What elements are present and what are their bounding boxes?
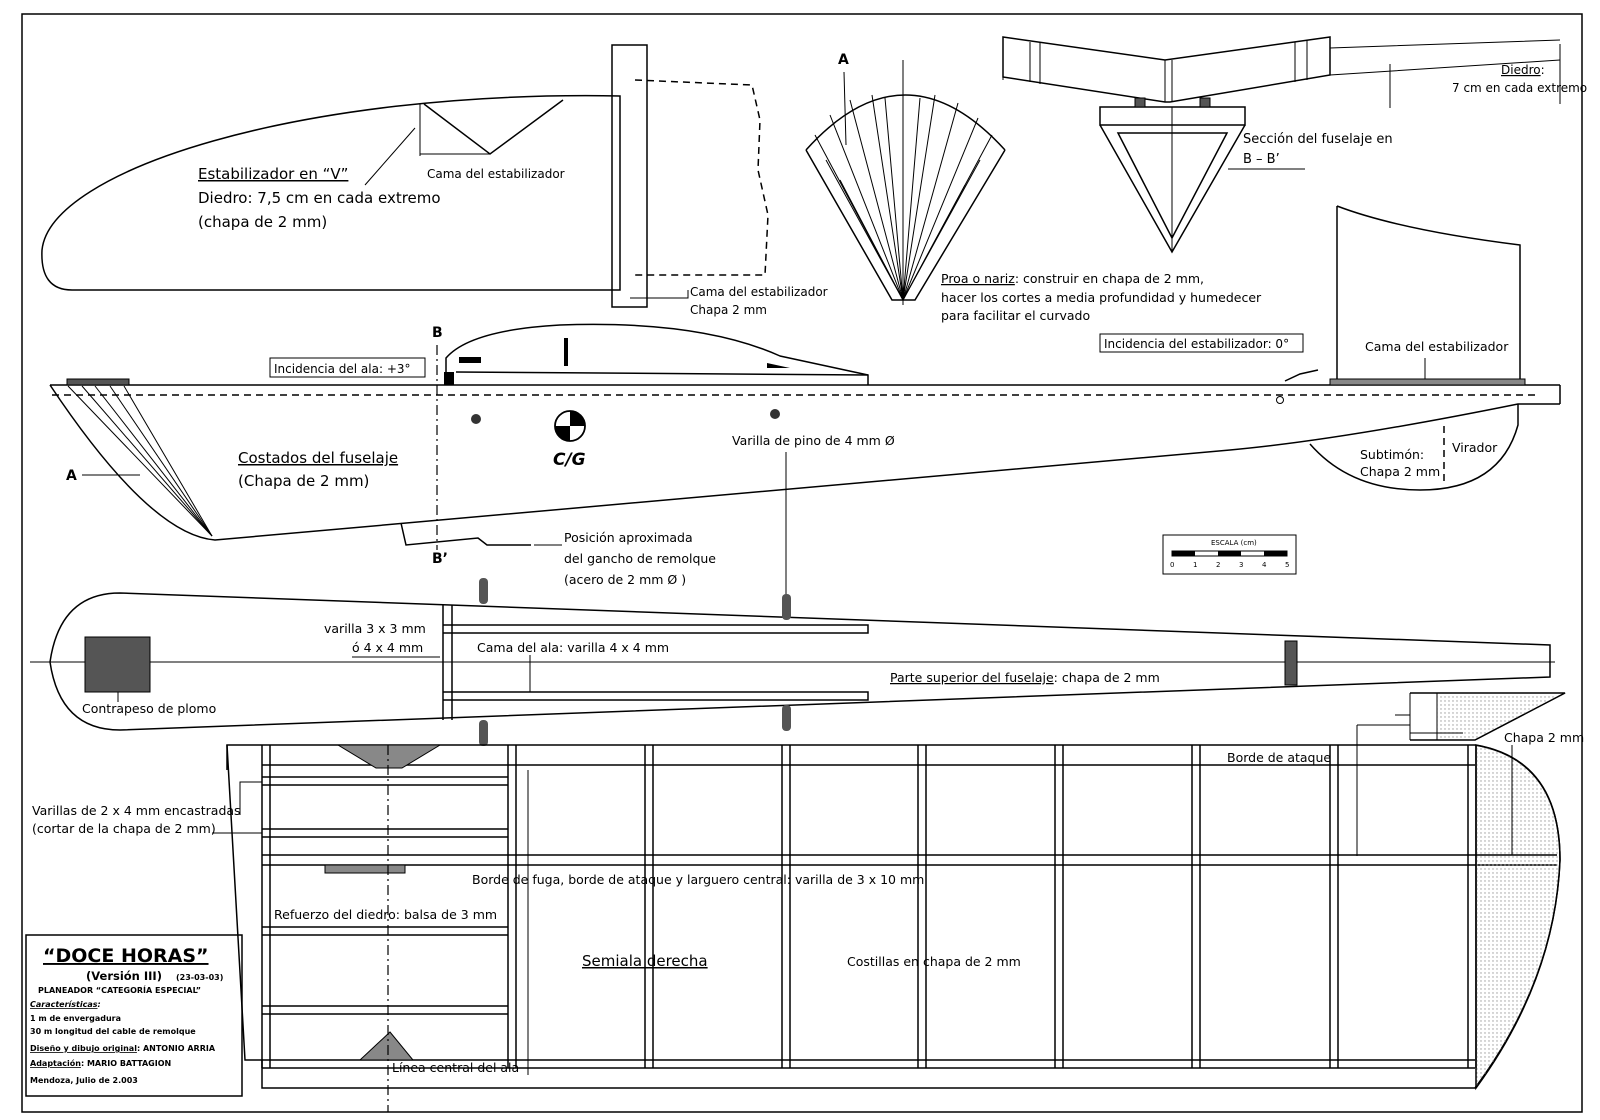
- fuselage-sides-sub: (Chapa de 2 mm): [238, 472, 369, 490]
- dihedral-brace-label: Refuerzo del diedro: balsa de 3 mm: [274, 907, 497, 922]
- scale-title: ESCALA (cm): [1211, 539, 1257, 547]
- section-b2-label: B’: [432, 551, 448, 567]
- stabilizer-title: Estabilizador en “V”: [198, 165, 348, 183]
- wing-incidence-label: Incidencia del ala: +3°: [274, 362, 411, 376]
- plan-version: (Versión III): [86, 969, 162, 983]
- design-credit: Diseño y dibujo original: ANTONIO ARRIA: [30, 1044, 216, 1053]
- ribs-label: Costillas en chapa de 2 mm: [847, 954, 1021, 969]
- subrudder-sheet-label: Chapa 2 mm: [1360, 464, 1440, 479]
- tow-hook-label-3: (acero de 2 mm Ø ): [564, 572, 686, 587]
- dowel-size-1: varilla 3 x 3 mm: [324, 621, 426, 636]
- fuselage-section-drawing: Diedro: 7 cm en cada extremo Sección del…: [1002, 36, 1587, 254]
- scale-tick-4: 4: [1262, 561, 1267, 569]
- embedded-dowels-label: Varillas de 2 x 4 mm encastradas: [32, 803, 241, 818]
- wing-tip-sheet-label: Chapa 2 mm: [1504, 730, 1584, 745]
- fuselage-side-drawing: A B B’ Incidencia del ala: +3° Incidenci…: [49, 205, 1561, 600]
- nose-note-line2: hacer los cortes a media profundidad y h…: [941, 290, 1262, 305]
- top-surface-tail: : chapa de 2 mm: [1054, 670, 1160, 685]
- adaptation-credit-name: : MARIO BATTAGION: [81, 1059, 171, 1068]
- section-title-2: B – B’: [1243, 152, 1280, 167]
- subrudder-label: Subtimón:: [1360, 447, 1424, 462]
- wing-bed-label: Cama del ala: varilla 4 x 4 mm: [477, 640, 669, 655]
- scale-tick-3: 3: [1239, 561, 1243, 569]
- adaptation-credit-head: Adaptación: [30, 1058, 81, 1068]
- wing-centerline-label: Línea central del ala: [392, 1060, 519, 1075]
- top-surface-head: Parte superior del fuselaje: [890, 670, 1054, 685]
- nose-note-head: Proa o nariz: [941, 271, 1015, 286]
- place-date: Mendoza, Julio de 2.003: [30, 1076, 138, 1085]
- dowel-size-2: ó 4 x 4 mm: [352, 640, 423, 655]
- right-wing-title: Semiala derecha: [582, 952, 708, 970]
- title-block: “DOCE HORAS” (Versión III) (23-03-03) PL…: [25, 934, 243, 1097]
- stabilizer-bed-v-label: Cama del estabilizador: [427, 167, 565, 181]
- fuselage-top-drawing: varilla 3 x 3 mm ó 4 x 4 mm Cama del ala…: [30, 578, 1555, 746]
- plan-type: PLANEADOR “CATEGORÍA ESPECIAL”: [38, 984, 201, 995]
- design-credit-head: Diseño y dibujo original: [30, 1044, 137, 1053]
- embedded-dowels-note: (cortar de la chapa de 2 mm): [32, 821, 216, 836]
- adaptation-credit: Adaptación: MARIO BATTAGION: [30, 1058, 171, 1068]
- scale-bar: ESCALA (cm) 0 1 2 3 4 5: [1162, 534, 1297, 575]
- specs-head-colon: :: [98, 1000, 101, 1009]
- nose-section-a: A: [838, 52, 849, 68]
- cg-label: C/G: [553, 450, 586, 470]
- stabilizer-dihedral: Diedro: 7,5 cm en cada extremo: [198, 189, 441, 207]
- top-surface-label: Parte superior del fuselaje: chapa de 2 …: [890, 670, 1160, 685]
- lead-weight-label: Contrapeso de plomo: [82, 701, 216, 716]
- scale-tick-5: 5: [1285, 561, 1289, 569]
- specs-head: Características:: [30, 1000, 101, 1009]
- stabilizer-sheet-note: (chapa de 2 mm): [198, 213, 327, 231]
- spar-label: Borde de fuga, borde de ataque y larguer…: [472, 872, 924, 887]
- nose-fan-drawing: A Proa o nariz: construir en chapa de 2 …: [805, 52, 1262, 323]
- specs-head-text: Características: [30, 1000, 98, 1009]
- tow-hook-label-1: Posición aproximada: [564, 530, 693, 545]
- spec-tow-line: 30 m longitud del cable de remolque: [30, 1027, 196, 1036]
- fuselage-sides-title: Costados del fuselaje: [238, 449, 398, 467]
- stabilizer-bed-label: Cama del estabilizador: [690, 285, 828, 299]
- plan-title: “DOCE HORAS”: [43, 945, 209, 967]
- section-title-1: Sección del fuselaje en: [1243, 132, 1393, 147]
- sheet-border: [21, 13, 1583, 1113]
- scale-tick-0: 0: [1170, 561, 1174, 569]
- stabilizer-incidence-label: Incidencia del estabilizador: 0°: [1104, 337, 1289, 351]
- section-dihedral-colon: :: [1541, 63, 1545, 77]
- trim-tab-label: Virador: [1452, 440, 1498, 455]
- section-dihedral-head-text: Diedro: [1501, 63, 1541, 77]
- fin-bed-label: Cama del estabilizador: [1365, 339, 1509, 354]
- nose-note-line3: para facilitar el curvado: [941, 308, 1090, 323]
- plan-date: (23-03-03): [176, 973, 223, 982]
- scale-tick-1: 1: [1193, 561, 1197, 569]
- section-dihedral-head: Diedro:: [1501, 63, 1545, 77]
- side-section-a: A: [66, 468, 77, 484]
- stabilizer-drawing: Estabilizador en “V” Diedro: 7,5 cm en c…: [41, 44, 828, 317]
- dowel-label: Varilla de pino de 4 mm Ø: [732, 433, 895, 448]
- section-b-label: B: [432, 325, 443, 341]
- scale-tick-2: 2: [1216, 561, 1220, 569]
- nose-note-line1: Proa o nariz: construir en chapa de 2 mm…: [941, 271, 1204, 286]
- wing-plan-drawing: Chapa 2 mm Borde de ataque Varillas de 2…: [32, 692, 1584, 1112]
- section-dihedral-text: 7 cm en cada extremo: [1452, 81, 1587, 95]
- spec-span: 1 m de envergadura: [30, 1014, 121, 1023]
- leading-edge-label: Borde de ataque: [1227, 750, 1331, 765]
- stabilizer-bed-sheet: Chapa 2 mm: [690, 303, 767, 317]
- design-credit-name: : ANTONIO ARRIA: [137, 1044, 216, 1053]
- nose-note-text: : construir en chapa de 2 mm,: [1015, 271, 1204, 286]
- tow-hook-label-2: del gancho de remolque: [564, 551, 716, 566]
